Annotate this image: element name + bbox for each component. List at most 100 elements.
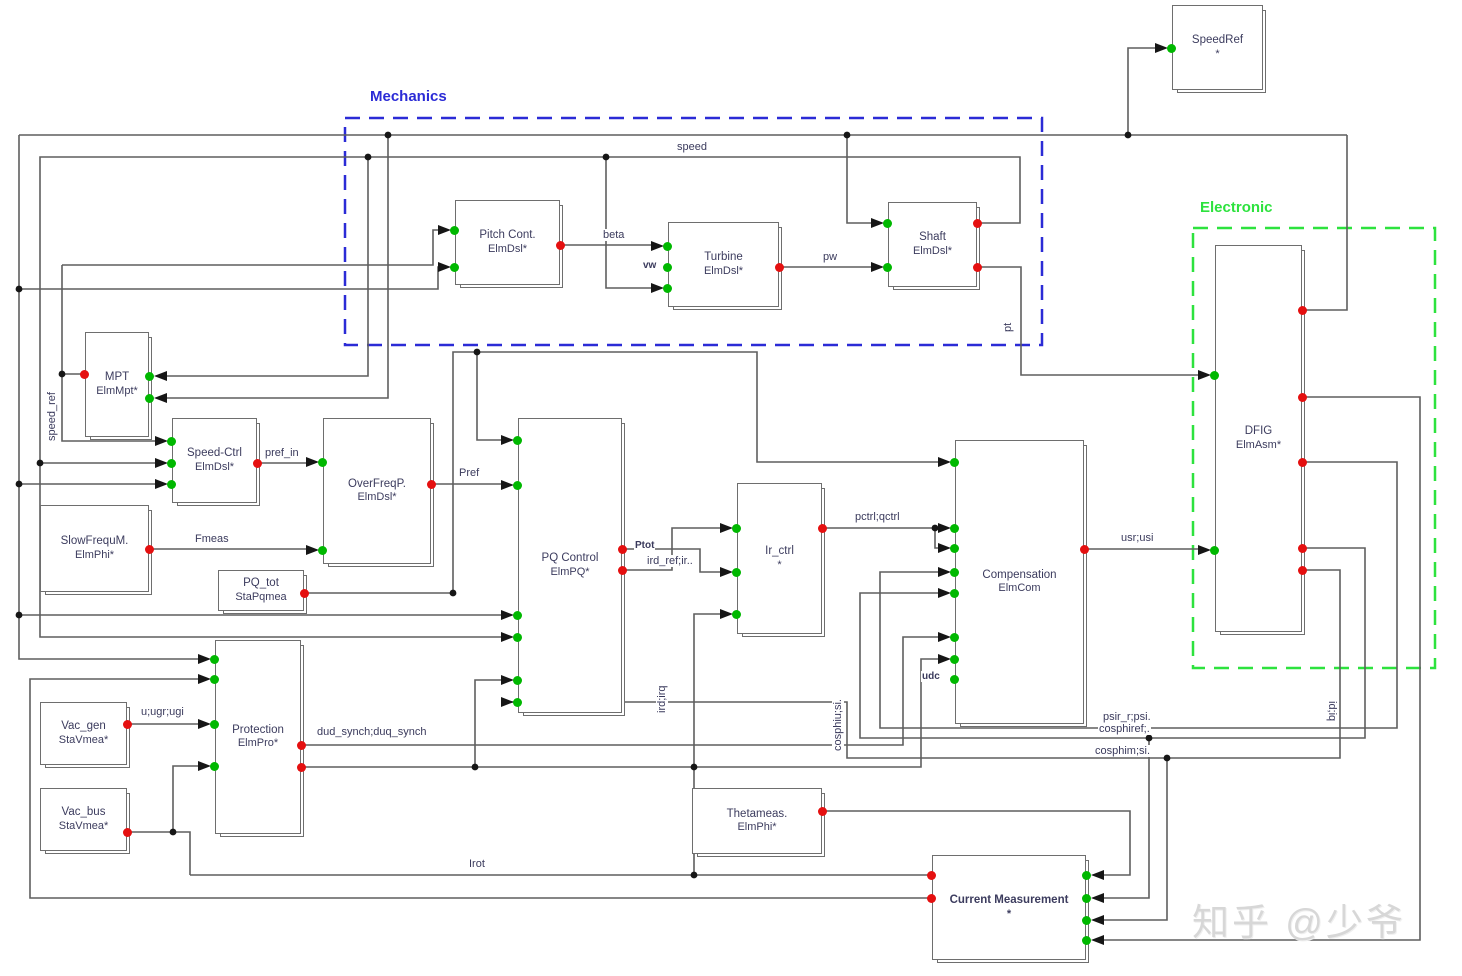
input-port[interactable] <box>883 218 892 228</box>
input-port[interactable] <box>210 674 219 684</box>
output-port[interactable] <box>973 262 982 272</box>
input-port[interactable] <box>950 674 959 684</box>
output-port[interactable] <box>300 588 309 598</box>
block-ir-ctrl[interactable]: Ir_ctrl* <box>732 483 827 634</box>
output-port[interactable] <box>123 827 132 837</box>
output-port[interactable] <box>927 893 936 903</box>
output-port[interactable] <box>427 479 436 489</box>
input-port[interactable] <box>318 545 327 555</box>
arrowhead-icon <box>198 674 211 684</box>
output-port[interactable] <box>927 870 936 880</box>
arrowhead-icon <box>438 225 451 235</box>
output-port[interactable] <box>1298 543 1307 553</box>
output-port[interactable] <box>297 740 306 750</box>
arrowhead-icon <box>720 609 733 619</box>
input-port[interactable] <box>513 480 522 490</box>
input-port[interactable] <box>450 262 459 272</box>
input-port[interactable] <box>513 697 522 707</box>
input-port[interactable] <box>1210 545 1219 555</box>
input-port[interactable] <box>950 523 959 533</box>
input-port[interactable] <box>210 654 219 664</box>
output-port[interactable] <box>145 544 154 554</box>
input-port[interactable] <box>663 283 672 293</box>
wire <box>605 157 653 289</box>
arrowhead-icon <box>501 435 514 445</box>
wire <box>62 229 440 266</box>
wire <box>474 679 503 767</box>
input-port[interactable] <box>950 543 959 553</box>
input-port[interactable] <box>732 523 741 533</box>
input-port[interactable] <box>513 632 522 642</box>
input-port[interactable] <box>950 632 959 642</box>
input-port[interactable] <box>210 719 219 729</box>
input-port[interactable] <box>663 241 672 251</box>
input-port[interactable] <box>950 588 959 598</box>
input-port[interactable] <box>1082 893 1091 903</box>
output-port[interactable] <box>1298 305 1307 315</box>
arrowhead-icon <box>871 218 884 228</box>
input-port[interactable] <box>210 761 219 771</box>
block-current-measurement[interactable]: Current Measurement* <box>927 855 1091 960</box>
block-slow-frequ-meas[interactable]: SlowFrequM.ElmPhi* <box>40 505 154 592</box>
input-port[interactable] <box>1167 43 1176 53</box>
output-port[interactable] <box>618 565 627 575</box>
output-port[interactable] <box>818 523 827 533</box>
input-port[interactable] <box>167 458 176 468</box>
output-port[interactable] <box>556 240 565 250</box>
output-port[interactable] <box>818 806 827 816</box>
input-port[interactable] <box>1210 370 1219 380</box>
block-model-class: ElmPQ* <box>550 565 590 578</box>
input-port[interactable] <box>883 262 892 272</box>
input-port[interactable] <box>950 457 959 467</box>
input-port[interactable] <box>950 654 959 664</box>
output-port[interactable] <box>123 719 132 729</box>
output-port[interactable] <box>297 762 306 772</box>
wire <box>305 351 940 594</box>
output-port[interactable] <box>973 218 982 228</box>
input-port[interactable] <box>513 610 522 620</box>
input-port[interactable] <box>1082 870 1091 880</box>
output-port[interactable] <box>618 544 627 554</box>
input-port[interactable] <box>1082 935 1091 945</box>
input-port[interactable] <box>145 393 154 403</box>
block-title: OverFreqP. <box>348 477 406 490</box>
wire <box>503 569 1341 759</box>
input-port[interactable] <box>167 436 176 446</box>
input-port[interactable] <box>950 567 959 577</box>
input-port[interactable] <box>167 479 176 489</box>
output-port[interactable] <box>1298 457 1307 467</box>
input-port[interactable] <box>513 675 522 685</box>
output-port[interactable] <box>1080 544 1089 554</box>
input-port[interactable] <box>1082 915 1091 925</box>
block-overfreqp[interactable]: OverFreqP.ElmDsl* <box>318 418 436 564</box>
block-model-class: ElmCom <box>998 582 1041 595</box>
input-port[interactable] <box>513 435 522 445</box>
input-port[interactable] <box>145 371 154 381</box>
input-port[interactable] <box>732 609 741 619</box>
output-port[interactable] <box>1298 565 1307 575</box>
output-port[interactable] <box>1298 392 1307 402</box>
block-speedref[interactable]: SpeedRef* <box>1167 5 1263 90</box>
block-thetameas[interactable]: Thetameas.ElmPhi* <box>692 788 827 854</box>
input-port[interactable] <box>732 567 741 577</box>
input-port[interactable] <box>450 225 459 235</box>
junction-dot <box>690 763 698 771</box>
block-title: Vac_bus <box>61 806 106 819</box>
input-port[interactable] <box>663 262 672 272</box>
input-port[interactable] <box>318 457 327 467</box>
block-pitch-control[interactable]: Pitch Cont.ElmDsl* <box>450 200 565 285</box>
output-port[interactable] <box>80 369 89 379</box>
output-port[interactable] <box>775 262 784 272</box>
output-port[interactable] <box>253 458 262 468</box>
